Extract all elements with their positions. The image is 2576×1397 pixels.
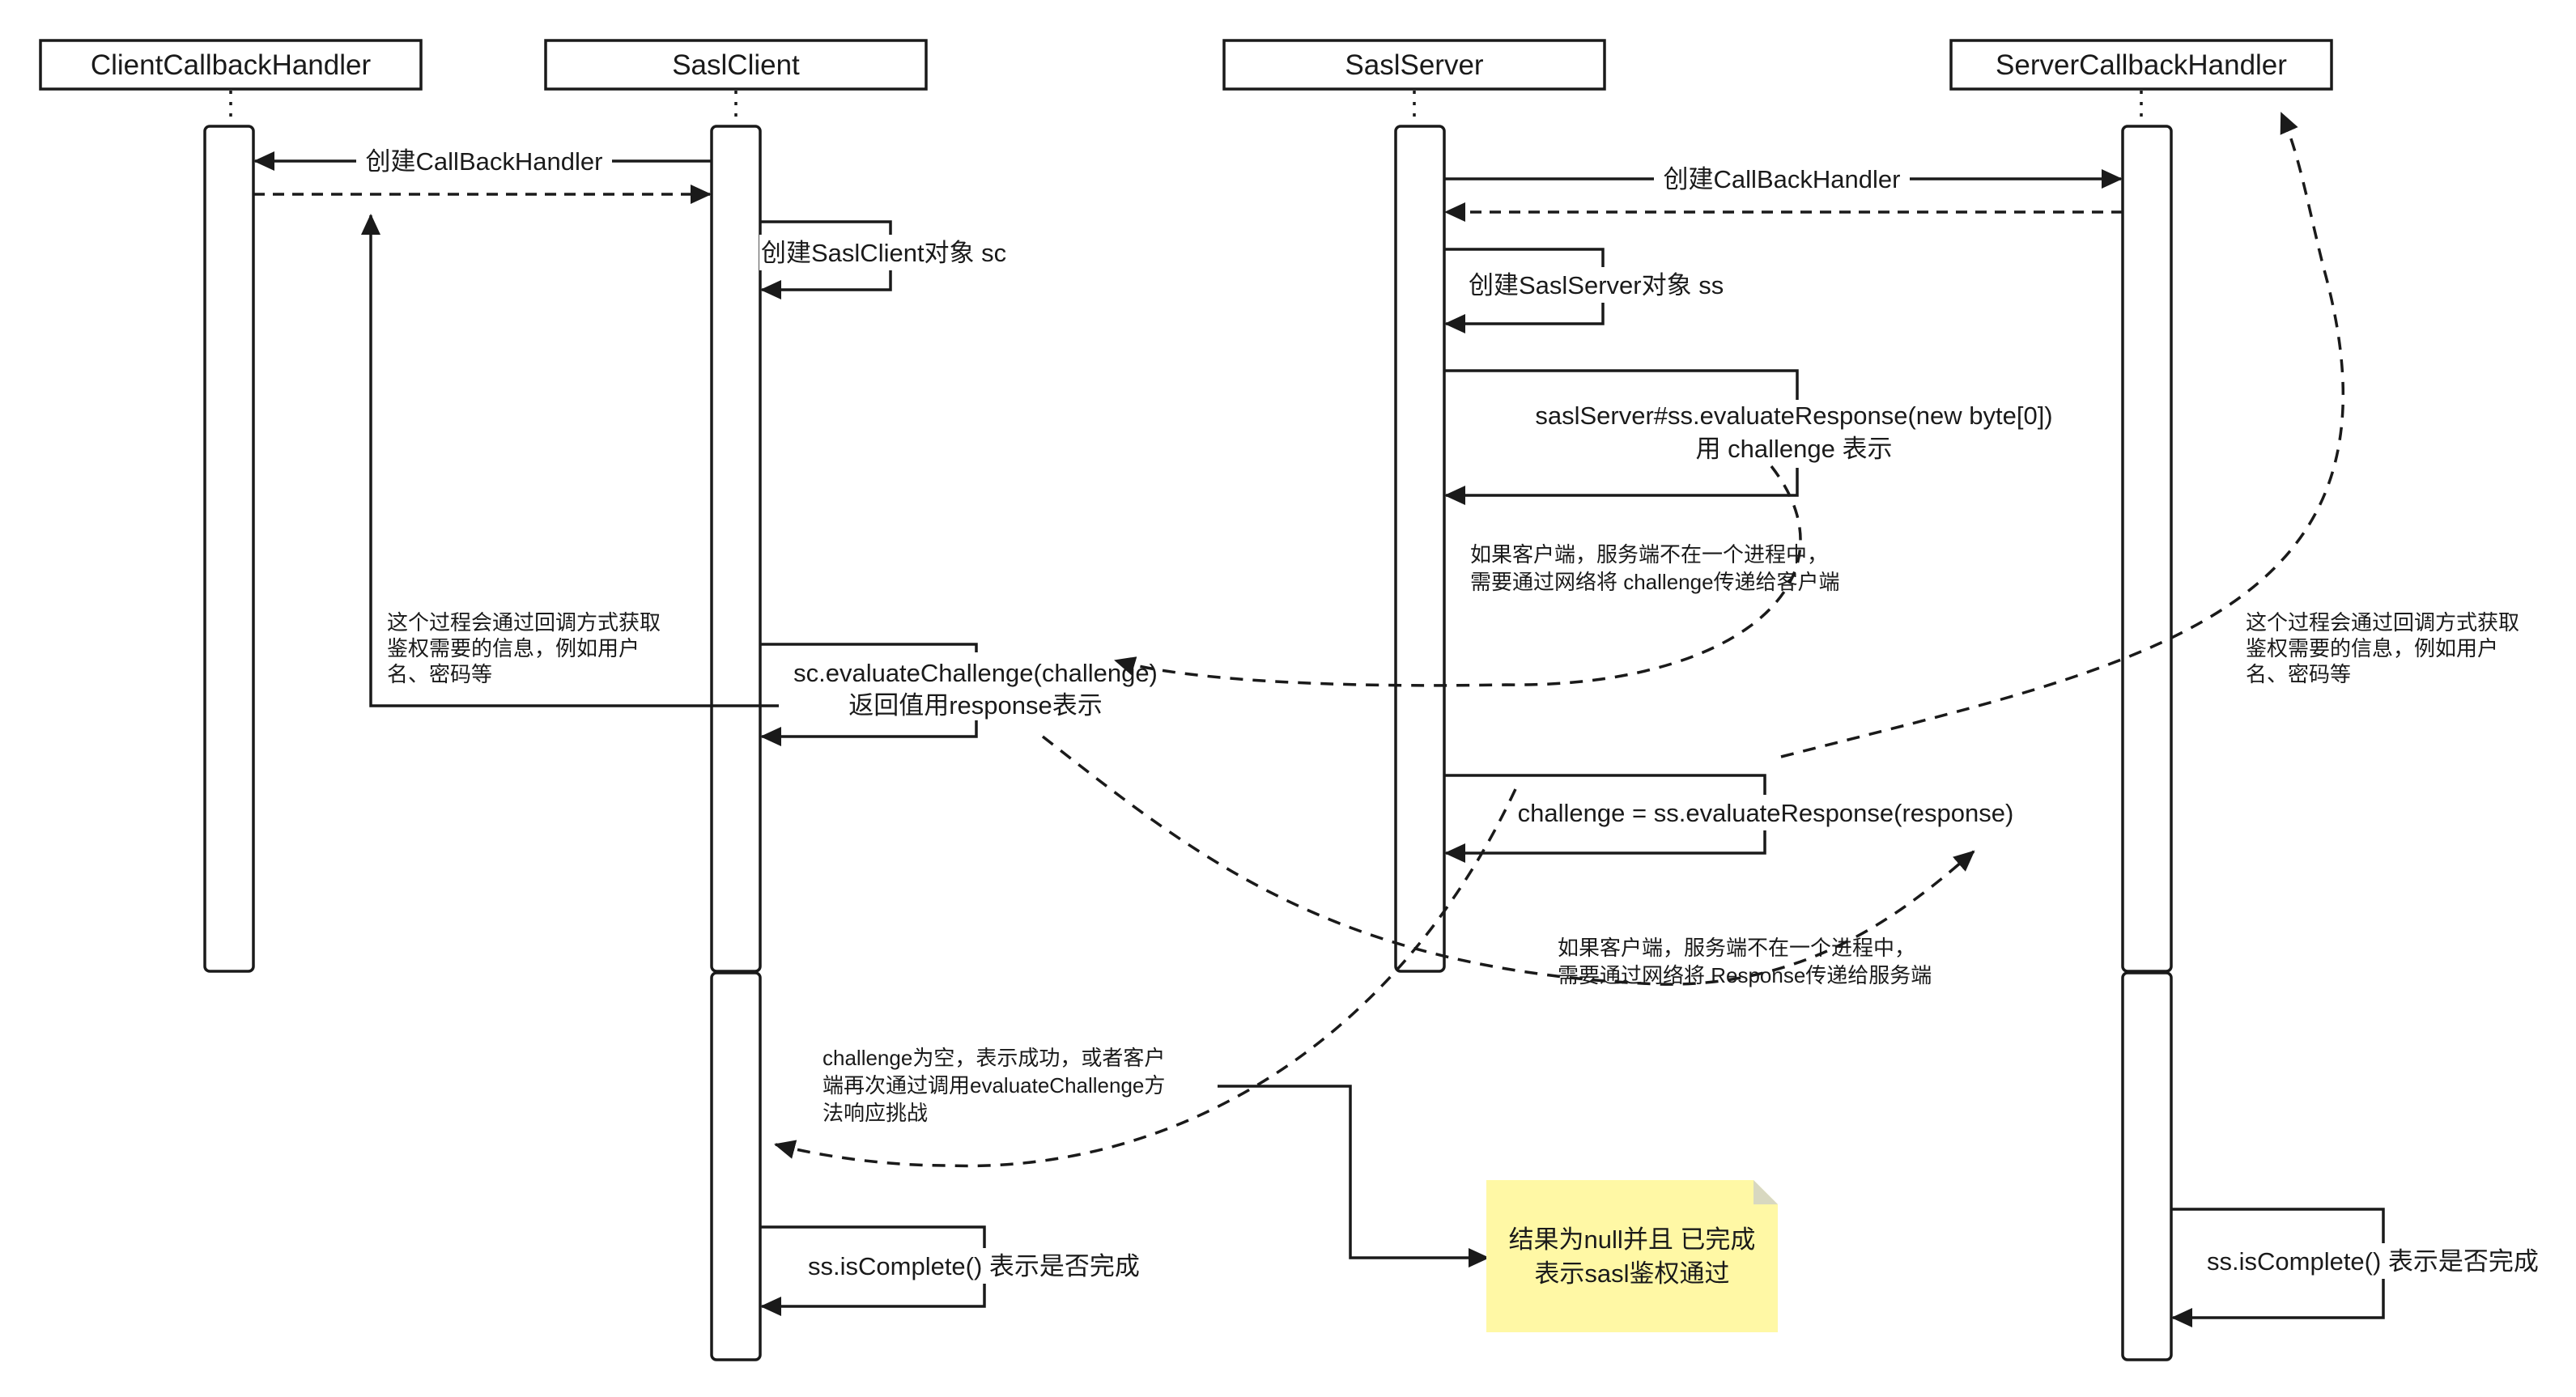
message-create-sasl-client: 创建SaslClient对象 sc <box>761 239 1006 267</box>
participant-label: SaslClient <box>672 49 800 81</box>
note-line: 表示sasl鉴权通过 <box>1534 1259 1729 1288</box>
activation-sasl-client-2 <box>710 971 762 1361</box>
annotation-network-response: 如果客户端，服务端不在一个进程中， 需要通过网络将 Response传递给服务端 <box>1558 936 1932 987</box>
curve-challenge-to-client <box>1114 465 1802 687</box>
annotation-line: 如果客户端，服务端不在一个进程中， <box>1470 542 1828 567</box>
curve-response-to-server <box>1041 735 1975 986</box>
annotation-line: 需要通过网络将 challenge传递给客户端 <box>1470 570 1840 594</box>
callback-arrow <box>361 214 780 707</box>
participant-sasl-server: SaslServer <box>1222 39 1606 91</box>
annotation-challenge-empty: challenge为空，表示成功，或者客户 端再次通过调用evaluateCha… <box>823 1046 1165 1125</box>
message-evaluate-response-initial: saslServer#ss.evaluateResponse(new byte[… <box>1535 401 2052 430</box>
message-server-is-complete: ss.isComplete() 表示是否完成 <box>2207 1247 2539 1276</box>
annotation-line: 这个过程会通过回调方式获取 <box>387 610 661 635</box>
annotation-line: challenge为空，表示成功，或者客户 <box>823 1046 1165 1070</box>
message-client-is-complete: ss.isComplete() 表示是否完成 <box>808 1252 1140 1280</box>
activation-sasl-client-1 <box>710 125 762 973</box>
curve-server-callback <box>1780 112 2345 758</box>
note-connector-arrow <box>1218 1085 1490 1267</box>
message-client-create-handler: 创建CallBackHandler <box>366 147 603 176</box>
annotation-line: 鉴权需要的信息，例如用户 <box>2246 636 2498 660</box>
message-create-sasl-server: 创建SaslServer对象 ss <box>1469 271 1724 299</box>
annotation-client-callback-info: 这个过程会通过回调方式获取 鉴权需要的信息，例如用户 名、密码等 <box>387 610 661 686</box>
message-evaluate-response-initial-sub: 用 challenge 表示 <box>1696 435 1893 463</box>
annotation-line: 鉴权需要的信息，例如用户 <box>387 636 640 660</box>
annotation-line: 端再次通过调用evaluateChallenge方 <box>823 1073 1165 1098</box>
result-note: 结果为null并且 已完成 表示sasl鉴权通过 <box>1486 1180 1778 1332</box>
annotation-line: 名、密码等 <box>387 662 492 686</box>
annotation-line: 法响应挑战 <box>823 1101 928 1125</box>
annotation-line: 如果客户端，服务端不在一个进程中， <box>1558 936 1915 960</box>
message-evaluate-challenge: sc.evaluateChallenge(challenge) <box>793 659 1158 687</box>
activation-server-callback-2 <box>2121 971 2173 1361</box>
participant-client-callback-handler: ClientCallbackHandler <box>39 39 423 91</box>
participant-server-callback-handler: ServerCallbackHandler <box>1949 39 2333 91</box>
participant-label: SaslServer <box>1345 49 1484 81</box>
activation-server-callback-1 <box>2121 125 2173 973</box>
message-evaluate-challenge-sub: 返回值用response表示 <box>848 691 1103 720</box>
message-evaluate-response-loop: challenge = ss.evaluateResponse(response… <box>1518 799 2014 827</box>
activation-client-callback <box>203 125 255 973</box>
note-line: 结果为null并且 已完成 <box>1509 1225 1756 1254</box>
participant-sasl-client: SaslClient <box>544 39 928 91</box>
participant-label: ClientCallbackHandler <box>91 49 372 81</box>
annotation-line: 名、密码等 <box>2246 662 2351 686</box>
annotation-network-challenge: 如果客户端，服务端不在一个进程中， 需要通过网络将 challenge传递给客户… <box>1470 542 1840 594</box>
annotation-line: 需要通过网络将 Response传递给服务端 <box>1558 963 1932 987</box>
annotation-line: 这个过程会通过回调方式获取 <box>2246 610 2519 635</box>
activation-sasl-server <box>1394 125 1446 973</box>
message-server-create-handler: 创建CallBackHandler <box>1664 165 1901 193</box>
curve-challenge-response <box>774 788 1517 1168</box>
participant-label: ServerCallbackHandler <box>1996 49 2287 81</box>
annotation-server-callback-info: 这个过程会通过回调方式获取 鉴权需要的信息，例如用户 名、密码等 <box>2246 610 2519 686</box>
